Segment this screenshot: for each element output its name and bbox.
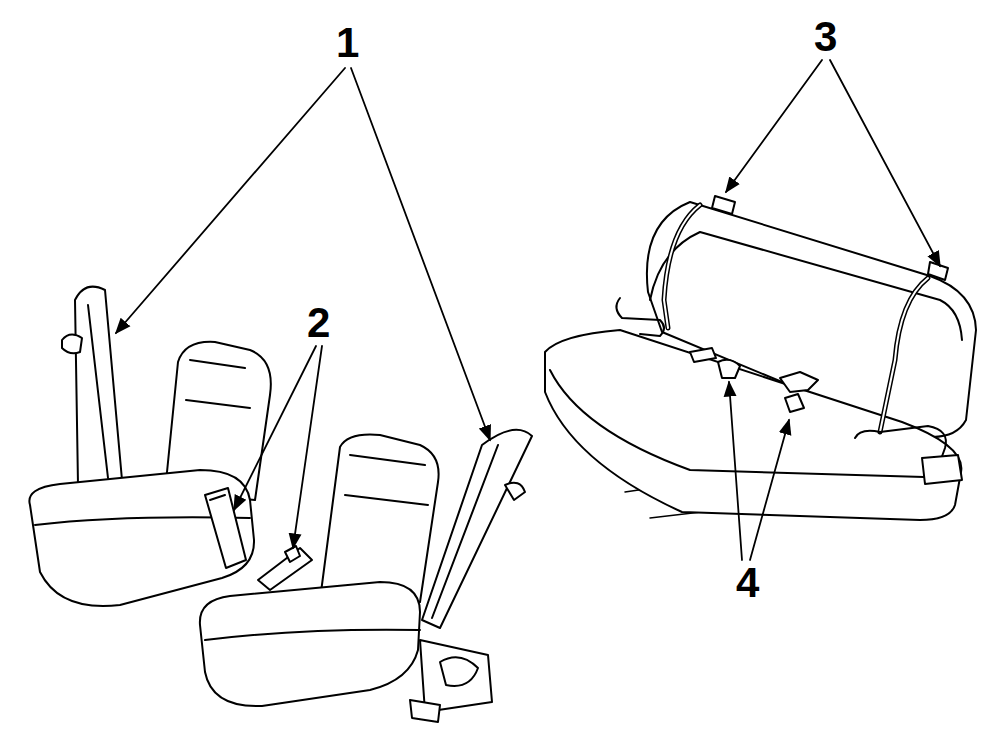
callout-number: 4 [734, 562, 761, 604]
front-seat-right [200, 430, 532, 722]
rear-bench-seat [545, 196, 976, 520]
front-seat-left [29, 287, 270, 606]
callout-number: 1 [334, 22, 361, 64]
callout-number: 3 [812, 16, 839, 58]
leader-lines [116, 60, 940, 560]
callout-number: 2 [305, 302, 332, 344]
